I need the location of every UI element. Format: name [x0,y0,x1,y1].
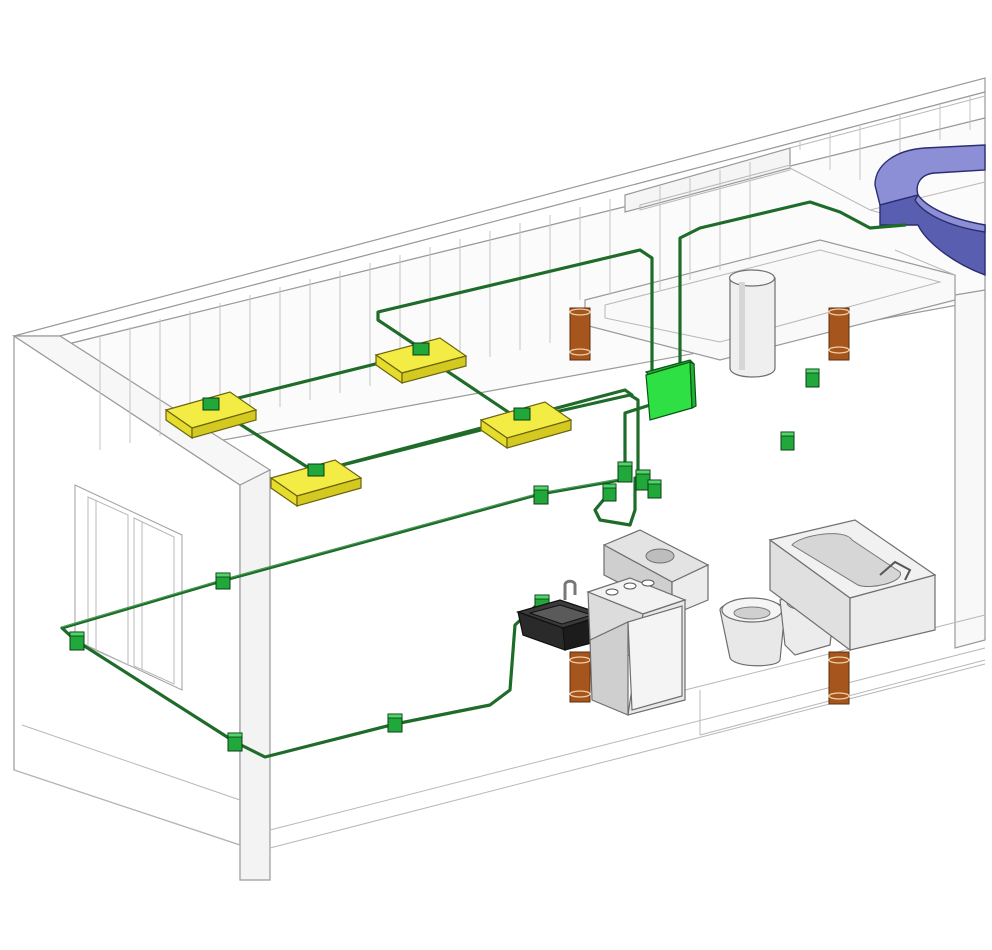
junction-boxes [69,368,820,752]
pipe-1 [569,307,591,361]
junction-box [617,461,633,483]
ceiling-light-1 [164,391,258,440]
junction-box [780,431,795,451]
air-duct [874,144,986,277]
junction-box [805,368,820,388]
junction-box [533,485,549,505]
ceiling-light-4 [269,459,363,508]
pipe-4 [828,651,850,705]
junction-box [227,732,243,752]
junction-box [647,479,662,499]
junction-box [602,483,617,502]
junction-box [387,713,403,733]
water-heater [728,269,776,378]
range-stove [586,529,710,716]
bidet [719,597,786,667]
pipe-3 [569,651,591,703]
ceiling-light-3 [479,401,573,450]
plumbing-pipes [569,307,850,705]
window [74,484,183,691]
junction-box [69,631,85,651]
room-walls [11,77,986,881]
pipe-2 [828,307,850,361]
ceiling-light-2 [374,337,468,385]
electrical-panel [644,359,697,421]
junction-box [215,572,231,590]
bathtub [768,519,937,652]
